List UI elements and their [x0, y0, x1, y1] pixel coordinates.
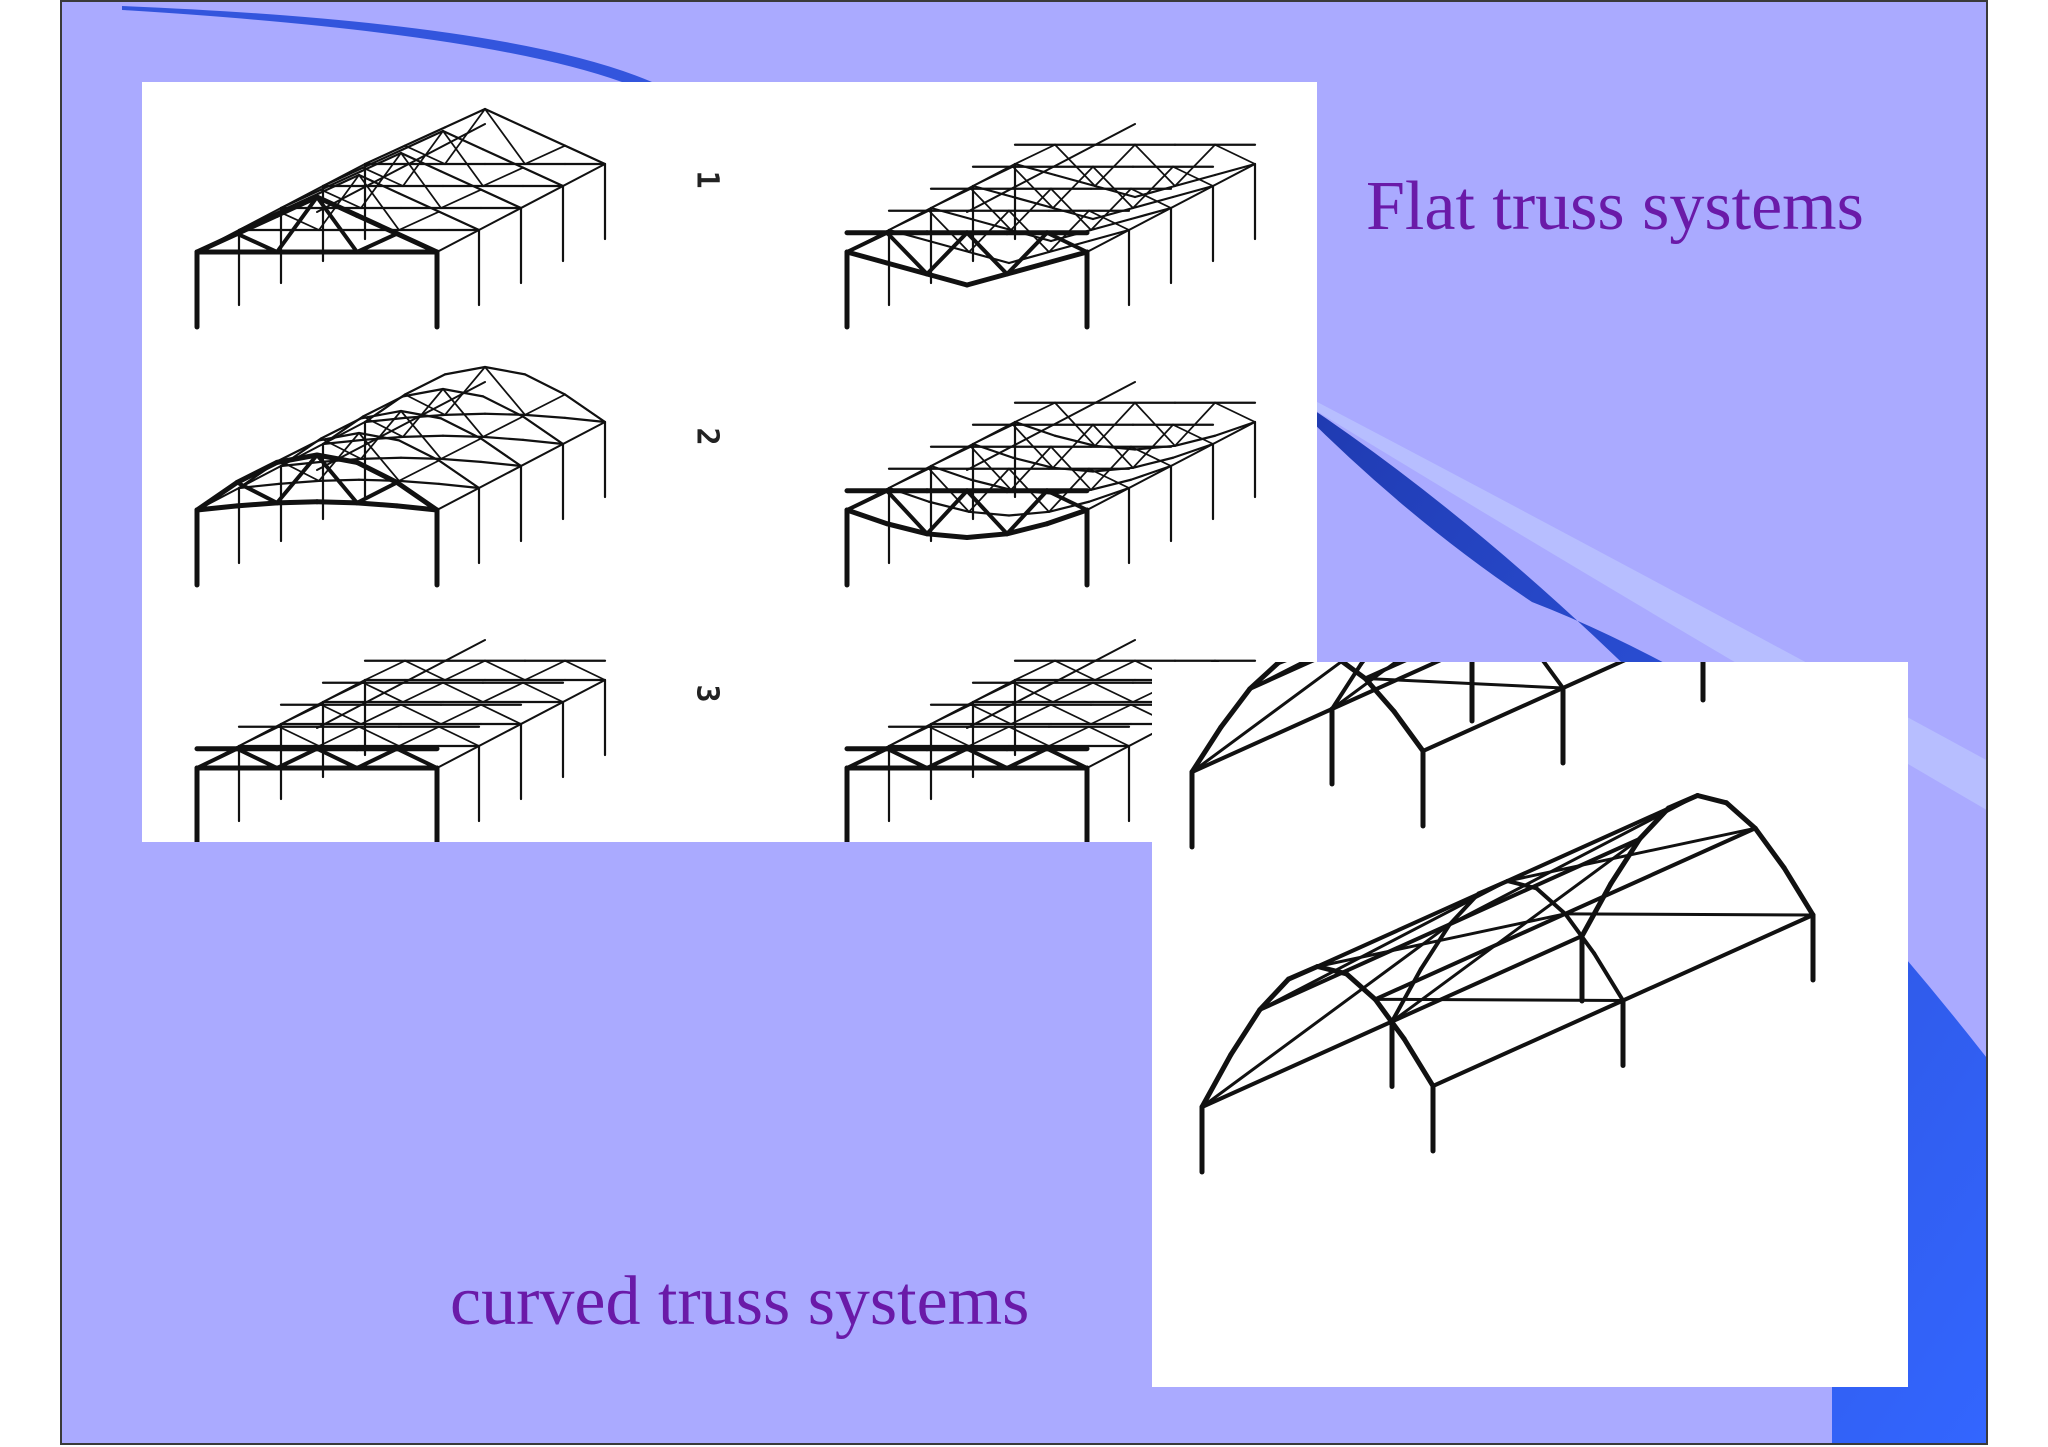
- flat-truss-drawings: [194, 107, 1257, 842]
- flat-truss-title: Flat truss systems: [1366, 168, 1864, 245]
- curved-truss-figure: [1152, 662, 1908, 1387]
- curved-truss-title: curved truss systems: [450, 1263, 1030, 1340]
- row-number-2: 2: [689, 427, 725, 446]
- flat-truss-figure: 1 2 3: [142, 82, 1317, 842]
- curved-truss-drawings: [1189, 662, 1816, 1175]
- slide: 1 2 3 Flat truss systems curved truss sy…: [60, 0, 1988, 1445]
- row-number-1: 1: [689, 170, 725, 189]
- row-number-3: 3: [689, 684, 725, 703]
